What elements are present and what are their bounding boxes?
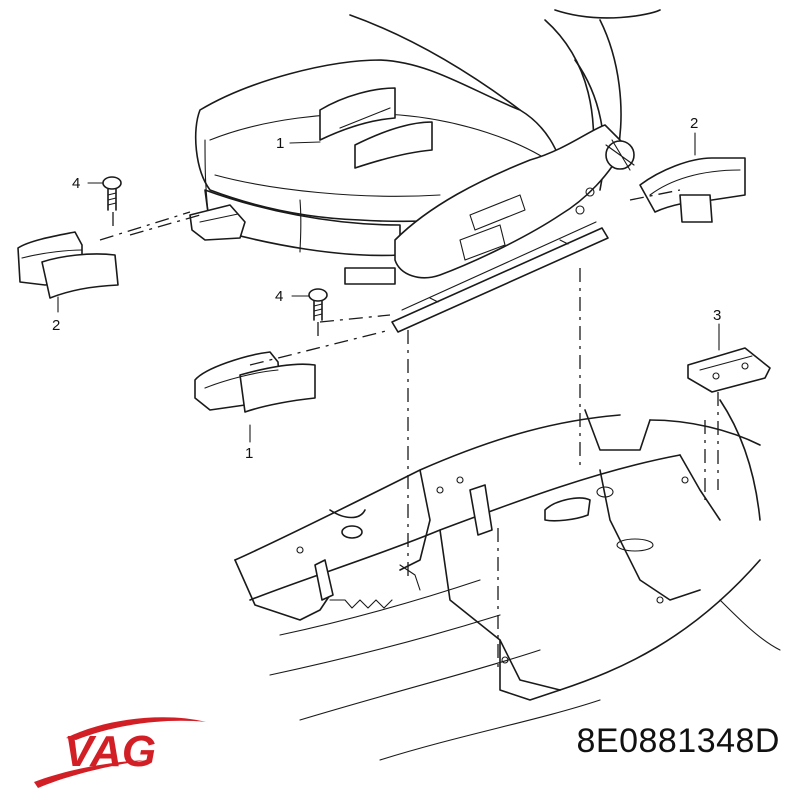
- callout-1-lower: 1: [245, 445, 253, 462]
- part-3-bracket: [687, 347, 771, 393]
- callout-4-lower: 4: [275, 288, 283, 305]
- logo-text: VAG: [64, 727, 156, 776]
- part-4-screw-lower: [308, 288, 328, 321]
- logo-swoosh-top: [66, 717, 206, 740]
- callout-1-upper: 1: [276, 135, 284, 152]
- part-2-cover-left: [17, 231, 119, 299]
- vehicle-floor-pan: [234, 399, 781, 761]
- callout-2-left: 2: [52, 317, 60, 334]
- part-1-cover-upper: [319, 87, 433, 169]
- rear-clip-under-seat: [189, 204, 246, 241]
- seat-mechanism: [394, 124, 635, 279]
- seat-rail: [391, 221, 609, 333]
- vag-logo: VAG: [26, 700, 216, 790]
- callout-leaders: [57, 132, 720, 443]
- callout-3: 3: [713, 307, 721, 324]
- part-1-cover-lower: [194, 351, 316, 413]
- part-2-cover-right: [639, 157, 746, 223]
- callout-4-upper: 4: [72, 175, 80, 192]
- alignment-dash-lines: [99, 189, 719, 670]
- part-4-screw-upper: [102, 176, 122, 211]
- part-number: 8E0881348D: [576, 722, 780, 760]
- callout-2-right: 2: [690, 115, 698, 132]
